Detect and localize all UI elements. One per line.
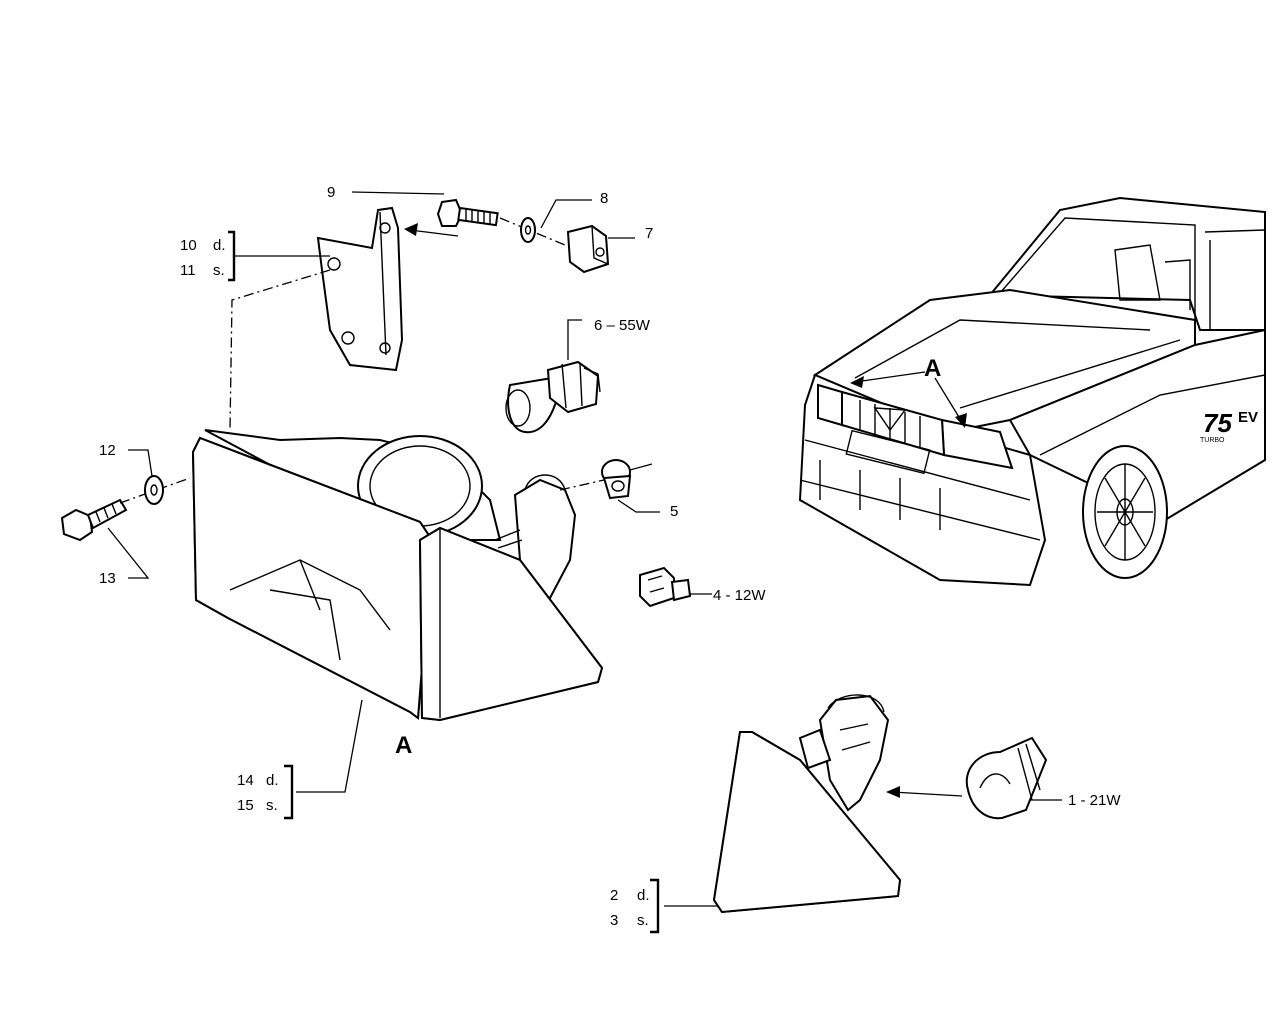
- side-left-3: s.: [637, 912, 649, 929]
- bracket-arrow: [409, 229, 459, 237]
- axis-screw: [119, 477, 191, 504]
- callout-7: 7: [645, 225, 653, 242]
- callout-1: 1 - 21W: [1068, 792, 1121, 809]
- callout-3: 3: [610, 912, 618, 929]
- washer-12: [144, 475, 164, 505]
- leader-12: [128, 449, 153, 477]
- car-badge-model: 75: [1203, 408, 1232, 438]
- side-left-11: s.: [213, 262, 225, 279]
- bulb-holder-5: [601, 459, 632, 500]
- car-badge-sub: TURBO: [1200, 437, 1225, 444]
- side-right-10: d.: [213, 237, 226, 254]
- side-right-2: d.: [637, 887, 650, 904]
- leader-8: [540, 199, 592, 229]
- leader-6: [567, 319, 582, 360]
- leader-9: [351, 191, 445, 195]
- leader-13: [107, 527, 150, 579]
- bulb-h4-55w: [505, 360, 601, 434]
- lamp-view-marker: A: [395, 732, 412, 759]
- callout-13: 13: [99, 570, 116, 587]
- screw-13: [60, 498, 128, 542]
- bulb-4-12w: [639, 566, 692, 608]
- side-left-15: s.: [266, 797, 278, 814]
- mounting-bracket: [316, 206, 404, 372]
- leader-14-15: [296, 699, 363, 793]
- axis-holder: [559, 479, 605, 491]
- callout-6: 6 – 55W: [594, 317, 651, 334]
- leader-5: [617, 499, 660, 513]
- bracket-14-15: [284, 764, 294, 820]
- callout-14: 14: [237, 772, 254, 789]
- car-illustration: [798, 196, 1266, 587]
- clip-nut-7: [566, 224, 610, 274]
- axis-bracket-to-lamp: [229, 269, 331, 431]
- bracket-10-11: [228, 230, 236, 282]
- bracket-2-3: [650, 878, 660, 934]
- callout-4: 4 - 12W: [713, 587, 766, 604]
- washer-8: [520, 217, 536, 243]
- callout-10: 10: [180, 237, 197, 254]
- callout-2: 2: [610, 887, 618, 904]
- bolt-9: [436, 198, 499, 227]
- side-right-14: d.: [266, 772, 279, 789]
- callout-5: 5: [670, 503, 678, 520]
- car-badge-suffix: EV: [1238, 409, 1258, 426]
- callout-15: 15: [237, 797, 254, 814]
- bulb-1-21w: [965, 736, 1048, 820]
- callout-12: 12: [99, 442, 116, 459]
- callout-11: 11: [180, 262, 196, 279]
- holder-tail: [629, 463, 653, 471]
- callout-9: 9: [327, 184, 335, 201]
- main-headlamp-unit: [191, 429, 604, 722]
- callout-8: 8: [600, 190, 608, 207]
- corner-turn-lamp: [712, 694, 902, 914]
- bulb-1-arrow: [891, 791, 963, 797]
- car-view-marker: A: [924, 355, 941, 382]
